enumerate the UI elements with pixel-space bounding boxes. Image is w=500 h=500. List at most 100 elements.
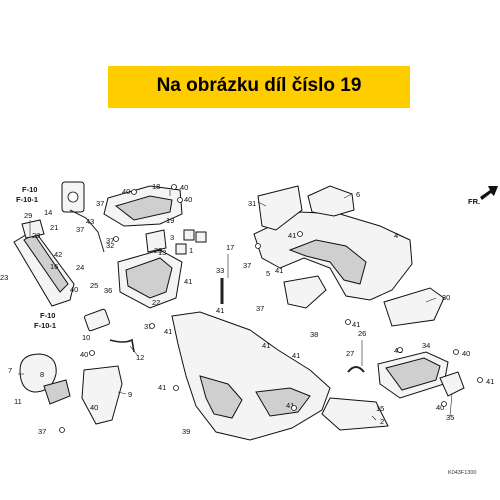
callout-41: 41 [352, 320, 360, 329]
callout-41: 41 [486, 377, 494, 386]
callout-31: 31 [248, 199, 256, 208]
callout-41: 41 [216, 306, 224, 315]
callout-33: 33 [216, 266, 224, 275]
callout-14: 14 [44, 208, 52, 217]
bolt-icon [297, 231, 303, 237]
callout-41: 41 [288, 231, 296, 240]
lock-bracket [439, 371, 465, 397]
callout-37: 37 [256, 304, 264, 313]
callout-7: 7 [8, 366, 12, 375]
bolt-icon [149, 323, 155, 329]
side-panel-right [383, 287, 445, 327]
callout-42: 42 [54, 250, 62, 259]
oval-cover [19, 353, 57, 393]
clip-piece [21, 219, 45, 239]
banner-text: Na obrázku díl číslo 19 [156, 75, 362, 96]
callout-15: 15 [376, 404, 384, 413]
callout-43: 43 [86, 217, 94, 226]
callout-28: 28 [32, 231, 40, 240]
bolt-icon [171, 184, 177, 190]
callout-41: 41 [262, 341, 270, 350]
callout-1: 1 [189, 246, 193, 255]
part-number-banner: Na obrázku díl číslo 19 [108, 66, 410, 108]
callout-40: 40 [80, 350, 88, 359]
callout-13: 13 [158, 248, 166, 257]
callout-19: 19 [166, 216, 174, 225]
front-cowl-inner [288, 239, 367, 285]
bolt-icon [59, 427, 65, 433]
callout-9: 9 [128, 390, 132, 399]
callout-17: 17 [226, 243, 234, 252]
small-clip [195, 231, 207, 243]
callout-41: 41 [164, 327, 172, 336]
bolt-icon [177, 197, 183, 203]
front-direction-label: FR. [468, 197, 480, 206]
callout-20: 20 [154, 246, 162, 255]
callout-41: 41 [286, 401, 294, 410]
callout-27: 27 [346, 349, 354, 358]
accessory-socket [83, 308, 111, 332]
callout-37: 37 [76, 225, 84, 234]
callout-24: 24 [76, 263, 84, 272]
callout-37: 37 [38, 427, 46, 436]
callout-22: 22 [152, 298, 160, 307]
bolt-icon [255, 243, 261, 249]
callout-40: 40 [184, 195, 192, 204]
lower-trim [283, 275, 327, 309]
callout-37: 37 [106, 236, 114, 245]
side-panel-left [257, 185, 303, 231]
bolt-icon [89, 350, 95, 356]
callout-37: 37 [243, 261, 251, 270]
mount-bracket [81, 365, 123, 425]
bolt-icon [397, 347, 403, 353]
small-clip [183, 229, 195, 241]
callout-25: 25 [90, 281, 98, 290]
small-clip [175, 243, 187, 255]
top-cover [307, 185, 355, 217]
diagram-code: K043F1300 [448, 470, 476, 476]
callout-16: 16 [50, 262, 58, 271]
callout-30: 30 [442, 293, 450, 302]
bolt-icon [453, 349, 459, 355]
bolt-icon [173, 385, 179, 391]
callout-40: 40 [70, 285, 78, 294]
callout-3: 3 [170, 233, 174, 242]
callout-34: 34 [422, 341, 430, 350]
callout-40: 40 [122, 187, 130, 196]
callout-36: 36 [104, 286, 112, 295]
callout-2: 2 [380, 417, 384, 426]
bolt-icon [113, 236, 119, 242]
reference-label: F-10-1 [16, 195, 38, 204]
small-cover [145, 229, 167, 253]
callout-41: 41 [184, 277, 192, 286]
inner-panel-shadow [114, 195, 173, 221]
callout-5: 5 [266, 269, 270, 278]
callout-40: 40 [462, 349, 470, 358]
callout-6: 6 [356, 190, 360, 199]
bolt-icon [291, 405, 297, 411]
callout-40: 40 [180, 183, 188, 192]
callout-40: 40 [90, 403, 98, 412]
callout-4: 4 [394, 231, 398, 240]
storage-box-inner [125, 257, 173, 299]
callout-11: 11 [14, 397, 22, 406]
glove-box-lid [321, 397, 389, 431]
cable [109, 338, 135, 353]
callout-40: 40 [436, 403, 444, 412]
callout-41: 41 [292, 351, 300, 360]
bolt-icon [477, 377, 483, 383]
callout-35: 35 [446, 413, 454, 422]
callout-26: 26 [358, 329, 366, 338]
callout-8: 8 [40, 370, 44, 379]
reference-label: F-10-1 [34, 321, 56, 330]
front-arrow-icon [480, 186, 498, 200]
bolt-icon [345, 319, 351, 325]
glove-box-inner [385, 357, 441, 391]
callout-38: 38 [310, 330, 318, 339]
callout-18: 18 [152, 182, 160, 191]
reference-label: F-10 [40, 311, 55, 320]
fasteners [59, 184, 483, 433]
callout-37: 37 [96, 199, 104, 208]
bolt-icon [441, 401, 447, 407]
